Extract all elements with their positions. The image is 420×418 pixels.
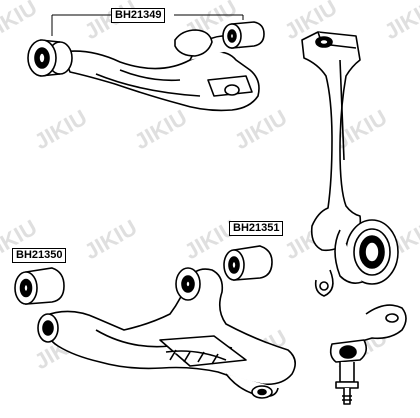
watermark-text: JIKIU	[0, 0, 41, 44]
watermark-text: JIKIU	[380, 0, 420, 44]
watermark-text: JIKIU	[30, 105, 91, 155]
watermark-text: JIKIU	[230, 105, 291, 155]
bushing-upper-left	[27, 39, 73, 77]
watermark-text: JIKIU	[80, 215, 141, 265]
steering-knuckle	[301, 31, 399, 297]
leader-lines-upper	[51, 14, 244, 36]
part-number-label-upper: BH21349	[111, 8, 166, 23]
bushing-lower-front	[14, 267, 65, 305]
lower-control-arm	[37, 267, 296, 399]
bushing-lower-rear	[223, 245, 273, 281]
bushing-upper-right	[222, 21, 265, 49]
watermark-text: JIKIU	[130, 105, 191, 155]
part-number-label-lower-rear: BH21351	[229, 221, 284, 236]
upper-control-arm	[61, 29, 260, 112]
ball-joint	[329, 304, 407, 405]
part-number-label-lower-front: BH21350	[12, 248, 67, 263]
